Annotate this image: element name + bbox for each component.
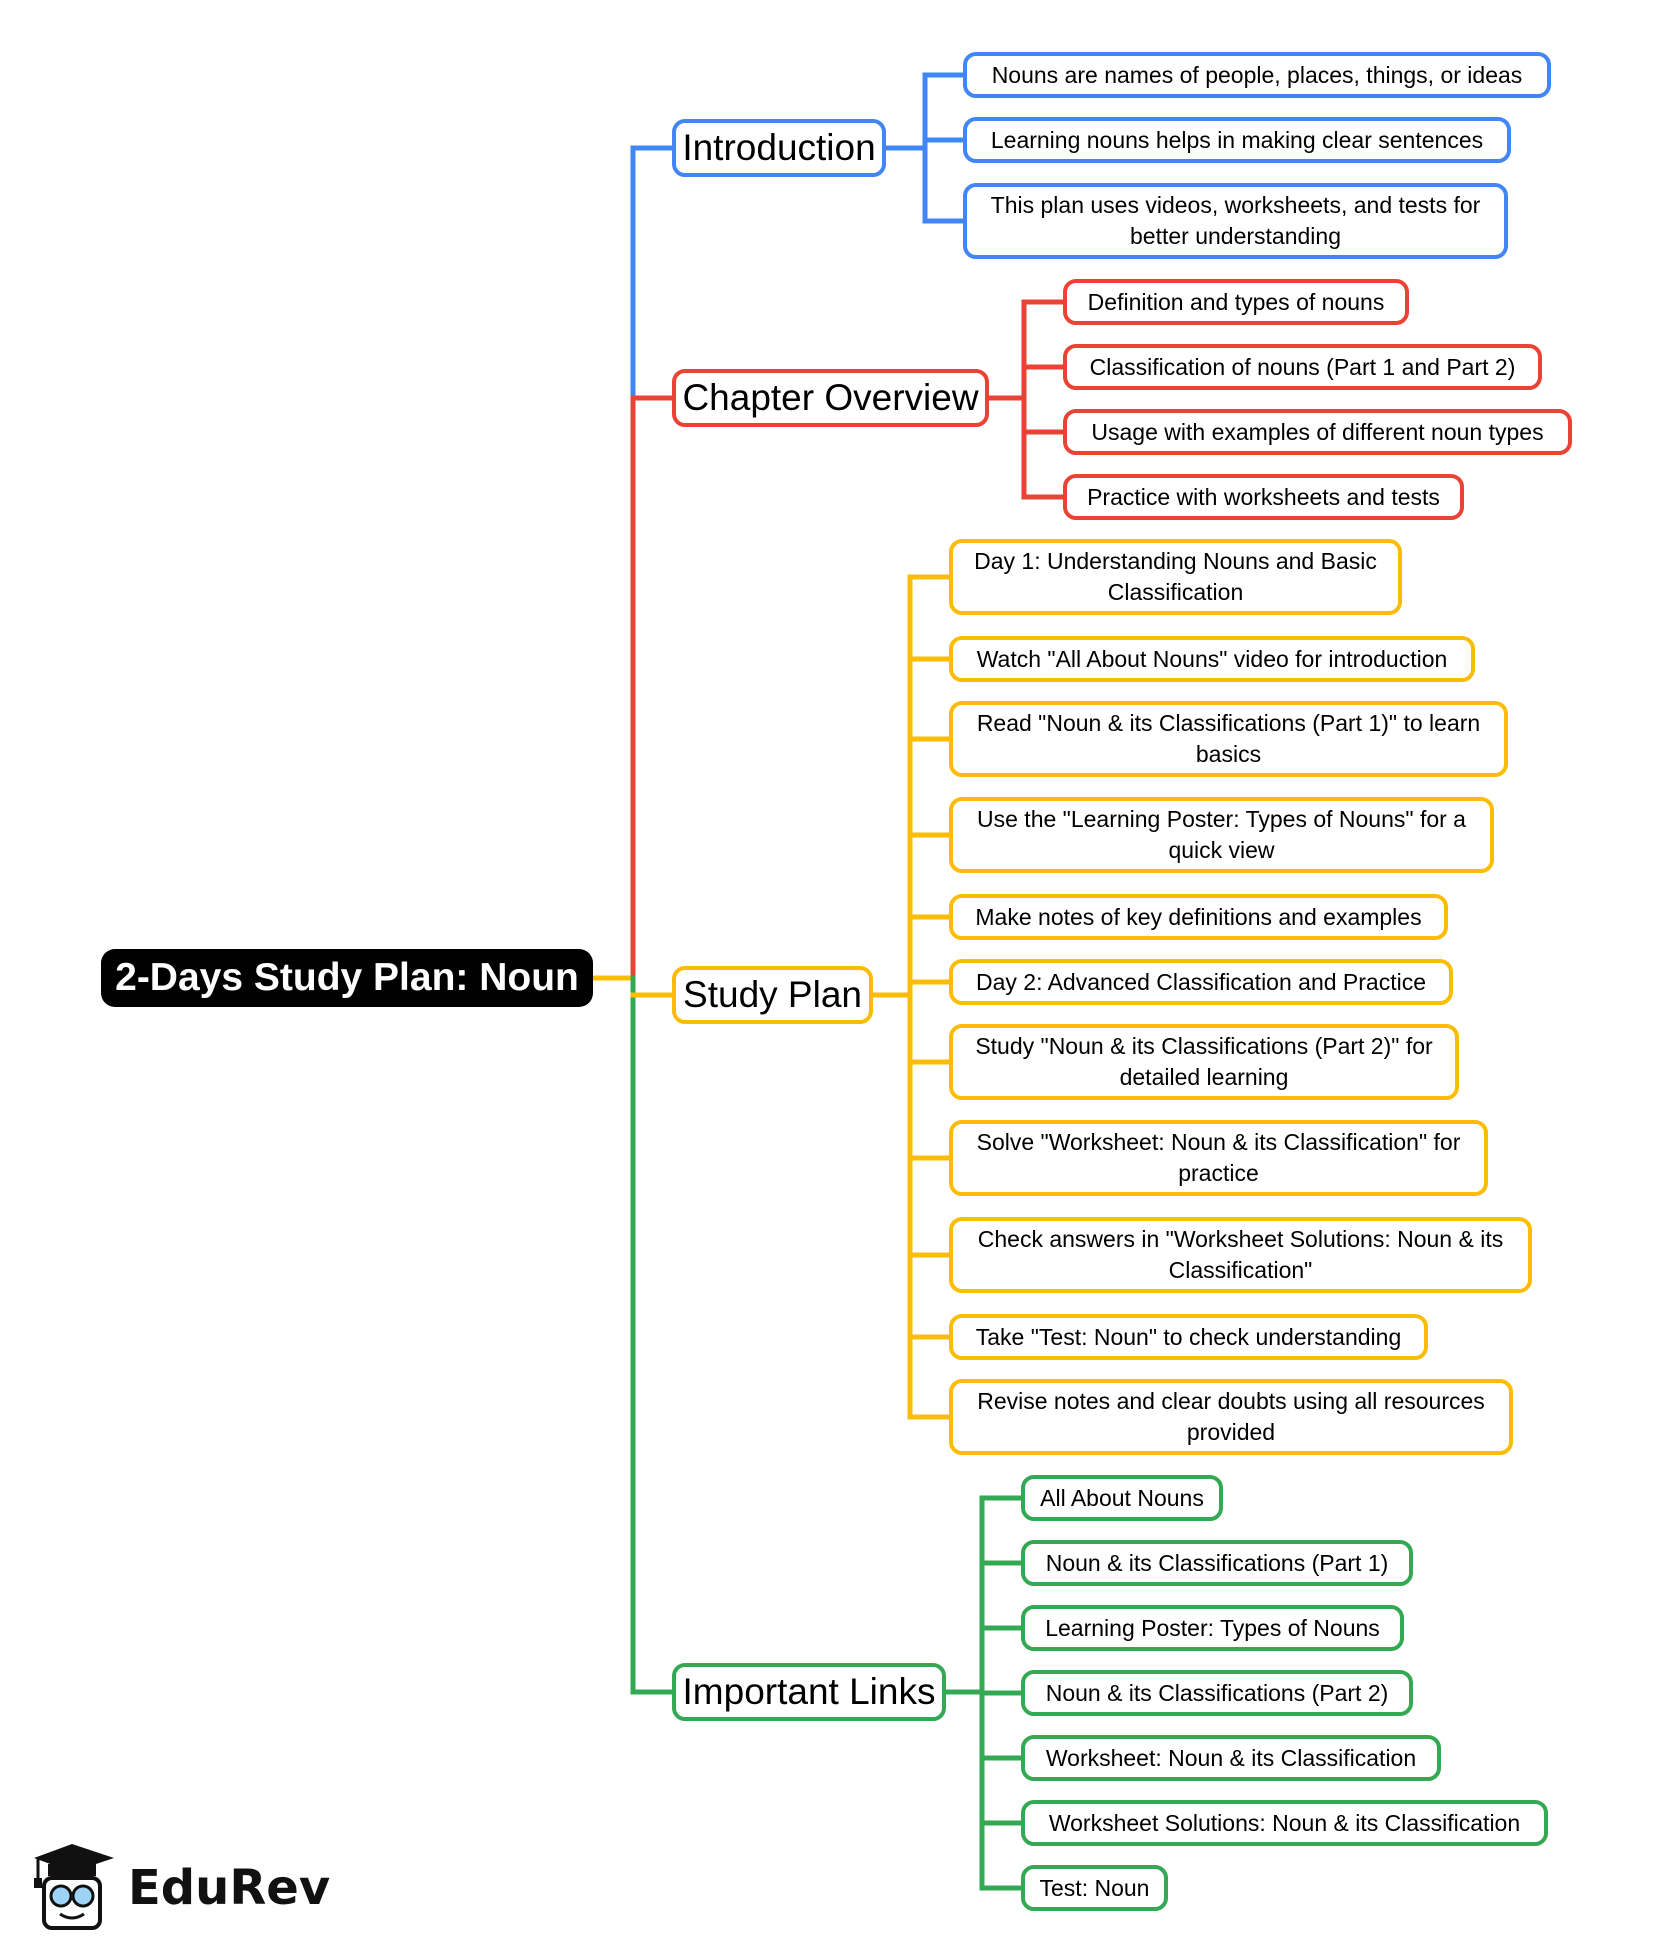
leaf-node: Learning nouns helps in making clear sen… (963, 117, 1511, 163)
leaf-node: Classification of nouns (Part 1 and Part… (1063, 344, 1542, 390)
link-node: Test: Noun (1021, 1865, 1168, 1911)
branch-introduction: Introduction (672, 119, 886, 177)
branch-study-plan: Study Plan (672, 966, 873, 1024)
leaf-node: Nouns are names of people, places, thing… (963, 52, 1551, 98)
graduation-cap-mascot-icon (34, 1844, 114, 1930)
edurev-logo-icon (34, 1844, 114, 1930)
leaf-node: Watch "All About Nouns" video for introd… (949, 636, 1475, 682)
link-node: Learning Poster: Types of Nouns (1021, 1605, 1404, 1651)
leaf-node: Usage with examples of different noun ty… (1063, 409, 1572, 455)
leaf-node: Use the "Learning Poster: Types of Nouns… (949, 797, 1494, 873)
leaf-node: Solve "Worksheet: Noun & its Classificat… (949, 1120, 1488, 1196)
leaf-node: Day 2: Advanced Classification and Pract… (949, 959, 1453, 1005)
link-node: Worksheet Solutions: Noun & its Classifi… (1021, 1800, 1548, 1846)
leaf-node: Revise notes and clear doubts using all … (949, 1379, 1513, 1455)
leaf-node: This plan uses videos, worksheets, and t… (963, 183, 1508, 259)
root-node: 2-Days Study Plan: Noun (101, 949, 593, 1007)
link-node: Noun & its Classifications (Part 1) (1021, 1540, 1413, 1586)
brand-name: EduRev (128, 1860, 331, 1916)
leaf-node: Take "Test: Noun" to check understanding (949, 1314, 1428, 1360)
link-node: All About Nouns (1021, 1475, 1223, 1521)
leaf-node: Make notes of key definitions and exampl… (949, 894, 1448, 940)
branch-important-links: Important Links (672, 1663, 946, 1721)
leaf-node: Practice with worksheets and tests (1063, 474, 1464, 520)
leaf-node: Read "Noun & its Classifications (Part 1… (949, 701, 1508, 777)
leaf-node: Day 1: Understanding Nouns and Basic Cla… (949, 539, 1402, 615)
leaf-node: Definition and types of nouns (1063, 279, 1409, 325)
leaf-node: Study "Noun & its Classifications (Part … (949, 1024, 1459, 1100)
leaf-node: Check answers in "Worksheet Solutions: N… (949, 1217, 1532, 1293)
link-node: Worksheet: Noun & its Classification (1021, 1735, 1441, 1781)
branch-chapter-overview: Chapter Overview (672, 369, 989, 427)
link-node: Noun & its Classifications (Part 2) (1021, 1670, 1413, 1716)
